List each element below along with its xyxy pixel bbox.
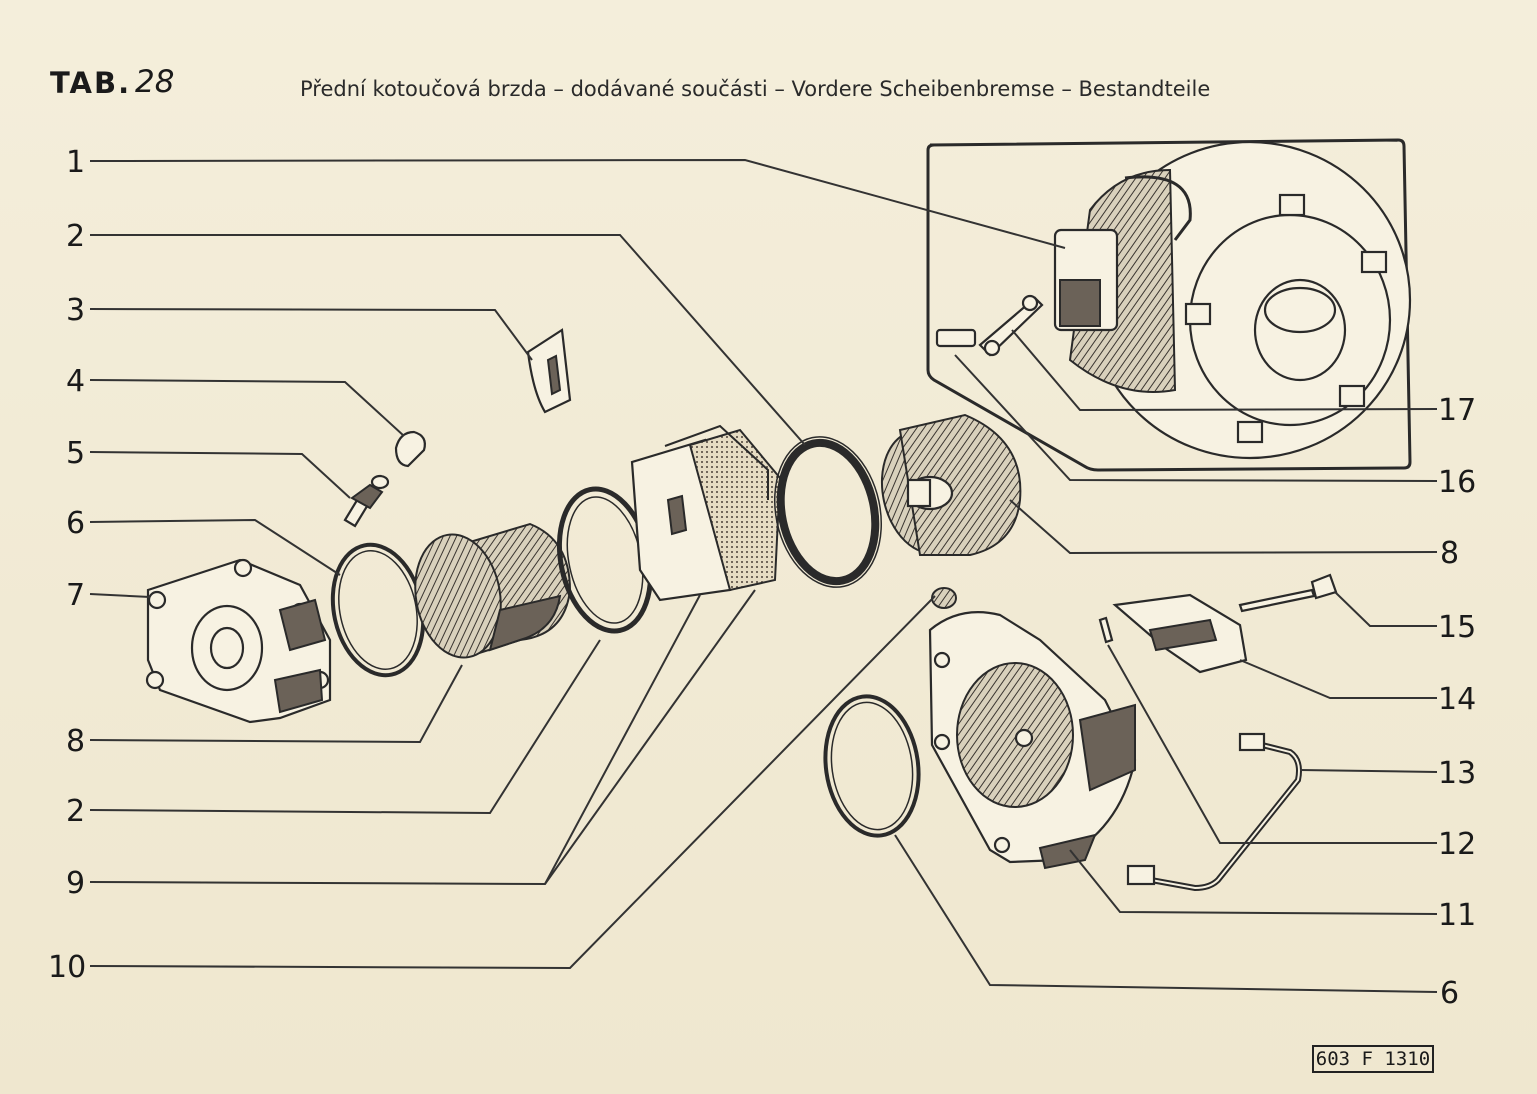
callout-11: 11 [1438,898,1476,933]
wheel-stud [1184,193,1388,444]
piston-part-8 [414,522,572,659]
callout-4: 4 [66,364,85,399]
brake-pad-part-9 [630,424,782,602]
callout-6: 6 [66,506,85,541]
callout-14: 14 [1438,682,1476,717]
dust-cap-part-4 [394,430,426,468]
table-label: TAB. [50,66,132,100]
callout-13: 13 [1438,756,1476,791]
leader-lines-right [894,329,1438,993]
seal-ring-part-2 [773,436,883,588]
callout-6b: 6 [1440,976,1459,1011]
callout-1: 1 [66,145,85,180]
table-number: 28 [135,64,175,100]
brake-pipe-part-13 [1126,732,1302,892]
callout-16: 16 [1438,465,1476,500]
callout-8: 8 [66,724,85,759]
callout-7: 7 [66,578,85,613]
callout-12: 12 [1438,827,1476,862]
nut-part-10 [931,587,957,609]
pad-retaining-pin-part-15 [1238,573,1338,613]
retaining-clip-part-3 [526,328,572,414]
anti-rattle-spring-part-14 [1112,593,1248,674]
callout-9: 9 [66,866,85,901]
callout-2: 2 [66,219,85,254]
callout-2b: 2 [66,794,85,829]
caliper-half [928,611,1137,870]
callout-17: 17 [1438,393,1476,428]
split-pin-part-12 [1098,616,1114,644]
callout-8b: 8 [1440,536,1459,571]
page-title: Přední kotoučová brzda – dodávané součás… [300,77,1211,101]
assembled-brake-inset [926,138,1412,472]
callout-15: 15 [1438,610,1476,645]
seal-ring-part-6-right [823,694,921,838]
callouts-left: 1 2 3 4 5 6 7 8 2 9 10 [48,145,86,985]
callout-3: 3 [66,293,85,328]
leader-lines-left [89,158,1066,970]
caliper-housing-part-7 [145,558,332,724]
callouts-right: 17 16 8 15 14 13 12 11 6 [1438,393,1476,1011]
catalog-code-stamp: 603 F 1310 [1312,1045,1434,1073]
piston-part-8-inner [880,413,1022,556]
bleeder-screw-part-5 [343,474,390,528]
callout-10: 10 [48,950,86,985]
callout-5: 5 [66,436,85,471]
